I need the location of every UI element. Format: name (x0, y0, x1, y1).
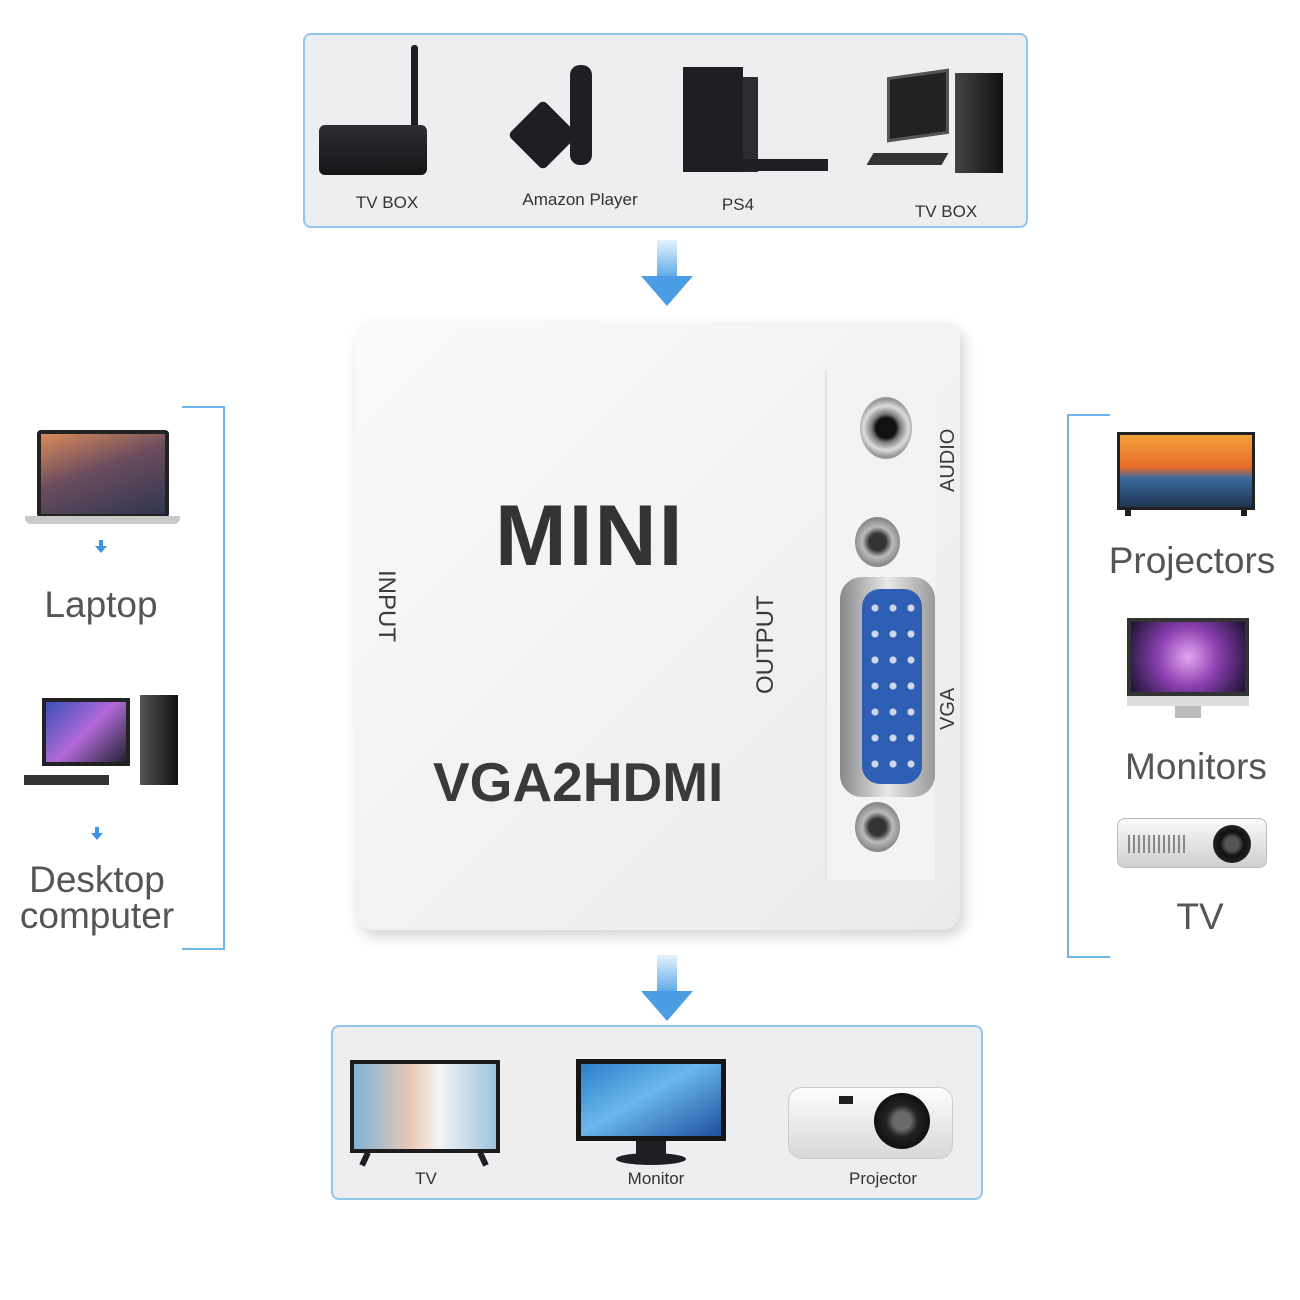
monitor-icon (1127, 618, 1249, 718)
model-text: VGA2HDMI (433, 751, 724, 813)
vga-label: VGA (937, 687, 959, 730)
small-down-arrow-icon (95, 540, 107, 554)
output-label: TV (1176, 896, 1224, 937)
source-label: Amazon Player (522, 190, 638, 209)
vga2hdmi-adapter: MINI VGA2HDMI INPUT OUTPUT AUDIO VGA (355, 322, 960, 930)
laptop-icon (25, 430, 180, 525)
output-label: Monitor (627, 1169, 685, 1188)
output-label: Projector (848, 1169, 918, 1188)
source-label: PS4 (721, 195, 755, 214)
output-devices-panel: TV Monitor Projector (331, 1025, 983, 1200)
tv-icon (1117, 432, 1255, 516)
down-arrow-icon (641, 240, 693, 308)
input-label: INPUT (373, 570, 400, 642)
audio-label: AUDIO (937, 428, 959, 492)
output-label: OUTPUT (752, 595, 779, 694)
monitor-icon (576, 1059, 726, 1167)
desktop-pc-icon (865, 65, 1010, 175)
tv-icon (350, 1060, 502, 1167)
tv-box-icon (319, 45, 429, 175)
source-label: Laptop (44, 584, 158, 625)
brand-text: MINI (495, 488, 685, 584)
output-label: Projectors (1108, 540, 1276, 581)
output-label: TV (415, 1169, 437, 1188)
desktop-computer-icon (22, 690, 180, 795)
source-label: TV BOX (914, 202, 978, 221)
vga-port-icon (840, 517, 935, 852)
down-arrow-icon (641, 955, 693, 1023)
projector-icon (1117, 818, 1267, 868)
source-devices-panel: TV BOX Amazon Player PS4 TV BOX (303, 33, 1028, 228)
source-label: Desktop computer (19, 859, 175, 936)
amazon-player-icon (507, 65, 605, 171)
left-bracket (182, 406, 225, 950)
output-label: Monitors (1125, 746, 1267, 787)
projector-icon (788, 1087, 953, 1159)
ps4-icon (683, 67, 828, 172)
audio-jack-icon (860, 397, 912, 459)
right-bracket (1067, 414, 1110, 958)
source-label: TV BOX (355, 193, 419, 212)
small-down-arrow-icon (91, 827, 103, 841)
